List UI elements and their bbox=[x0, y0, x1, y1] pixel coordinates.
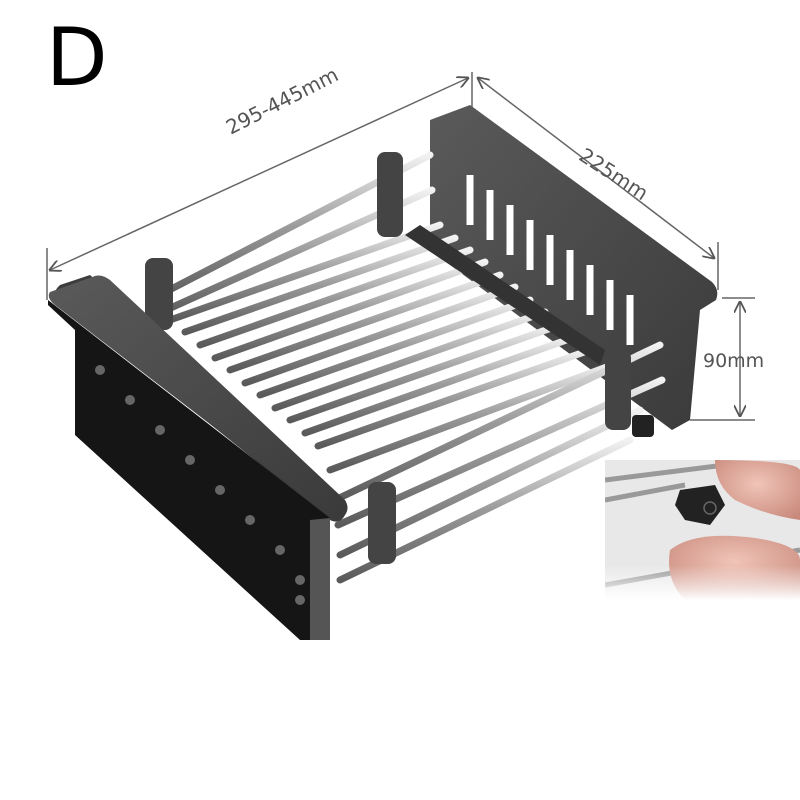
height-dimension-label: 90mm bbox=[703, 350, 765, 372]
adjustment-knob bbox=[632, 415, 654, 437]
front-end-frame bbox=[48, 275, 348, 640]
width-dimension-line bbox=[478, 78, 719, 290]
rod-clips bbox=[145, 152, 631, 564]
height-dimension-line bbox=[690, 297, 755, 421]
knob-detail-inset bbox=[605, 460, 800, 600]
center-rail bbox=[405, 225, 605, 365]
length-dimension-line bbox=[46, 72, 473, 300]
